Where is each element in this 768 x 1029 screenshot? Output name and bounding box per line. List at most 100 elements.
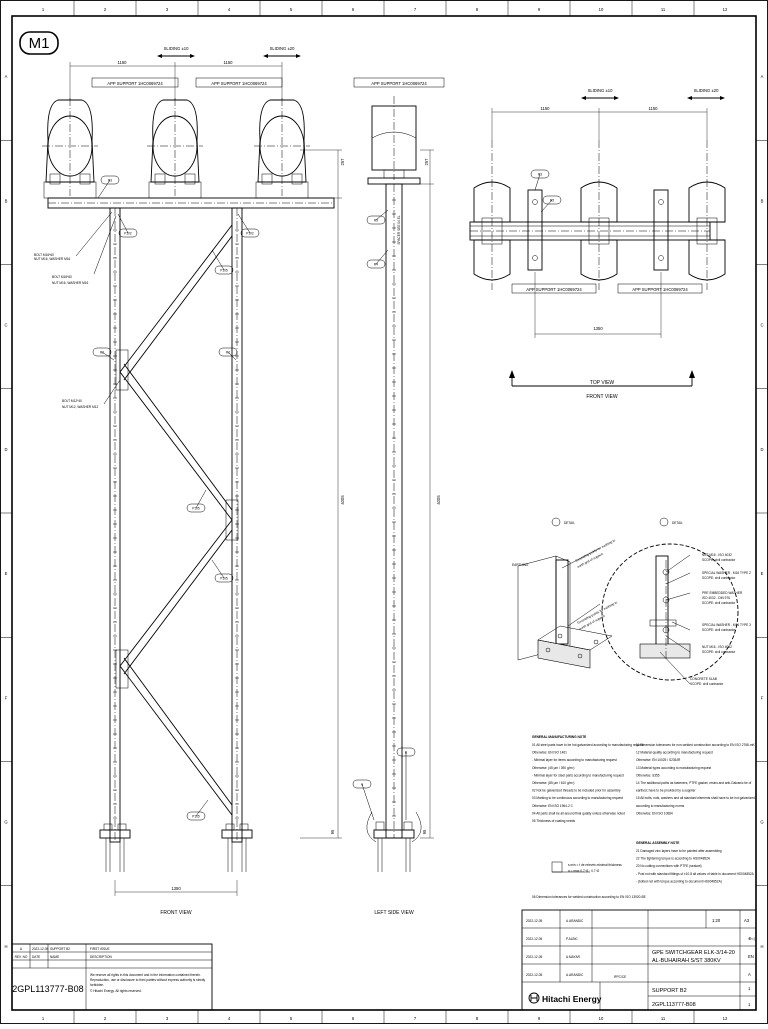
detail-b-callout: CONCRETE SLAB bbox=[690, 677, 717, 681]
company-name: Hitachi Energy bbox=[542, 994, 602, 1004]
row-label: E bbox=[5, 571, 8, 576]
note-left-line: Otherwise: (85 μm / 610 g/m²) bbox=[532, 781, 574, 785]
row-label-right: C bbox=[760, 323, 763, 328]
detail-b-label: SCOPE: civil contractor bbox=[702, 601, 736, 605]
tag-p105-d-text: P105 bbox=[192, 815, 200, 819]
bolt-callout-3b: NUT M12, WASHER M12 bbox=[62, 405, 99, 409]
front-dim-bottom: 1350 bbox=[171, 886, 181, 891]
front-app-support-2: APP SUPPORT 1HC0069724 bbox=[211, 81, 267, 86]
tag-r3-text: R3 bbox=[108, 179, 112, 183]
front-sliding-left: SLIDING ±10 bbox=[164, 46, 190, 51]
column-label-bottom: 7 bbox=[414, 1016, 417, 1021]
front-app-support-1: APP SUPPORT 1HC0069724 bbox=[107, 81, 163, 86]
badge-text: M1 bbox=[29, 35, 50, 52]
formula-b: a = max 0,7·t1 ; 0,7·t2 bbox=[568, 869, 599, 873]
column-label: 4 bbox=[228, 7, 231, 12]
column-label: 5 bbox=[290, 7, 293, 12]
note-assembly-line: - Post not with standard fittings of ±10… bbox=[636, 872, 755, 876]
side-app-support: APP SUPPORT 1HC0069724 bbox=[371, 81, 427, 86]
top-dim-1350: 1350 bbox=[593, 326, 603, 331]
detail-b-callout: NUT M16 - ISO 4032 bbox=[665, 553, 732, 573]
front-pipes bbox=[42, 98, 310, 199]
note-left-line: Otherwise: (45 μm / 390 g/m²) bbox=[532, 766, 574, 770]
tb-name: A.MAYAR bbox=[566, 955, 581, 959]
tag-p105-b: P105 bbox=[186, 489, 207, 513]
bolt-callout-1b: NUT M16, WASHER M16 bbox=[34, 257, 71, 261]
note-right-line: 15 All bolts, nuts, washers and all stan… bbox=[636, 796, 755, 800]
side-dim-9: 95 bbox=[422, 829, 427, 834]
detail-b-label: SPECIAL WASHER - M16 TYPE 3 bbox=[702, 623, 751, 627]
detail-b-callout: SCOPE: civil contractor bbox=[659, 651, 724, 686]
column-holes bbox=[113, 229, 239, 819]
bolt-callout-2: BOLT M16*60 bbox=[52, 275, 72, 279]
note-assembly-line: 21 Damaged zinc layers have to be painte… bbox=[636, 849, 722, 853]
top-dim-1150-a: 1150 bbox=[540, 106, 550, 111]
tag-p105-c: P105 bbox=[211, 559, 234, 583]
tb-doc-no: 2GPL113777-B08 bbox=[652, 1002, 696, 1008]
tag-b-text: B bbox=[405, 751, 407, 755]
tag-a: A bbox=[352, 779, 375, 821]
tb-title: SUPPORT B2 bbox=[652, 988, 687, 994]
pipe-section bbox=[42, 98, 98, 199]
detail-b-label: ISO 4032 - DIN 976 bbox=[702, 596, 730, 600]
row-label-right: A bbox=[761, 74, 764, 79]
tag-p105-d: P105 bbox=[186, 799, 209, 821]
bolt-callouts: BOLT M16*60 NUT M16, WASHER M16 BOLT M16… bbox=[34, 211, 121, 409]
top-view: 1150 1150 SLIDING ±10 SLIDING ±20 APP SU… bbox=[469, 88, 726, 400]
row-label: A bbox=[5, 74, 8, 79]
revision-cell: SUPPORT B2 bbox=[50, 947, 70, 951]
note-right-line: 11 Dimension tolerances for non-welded c… bbox=[636, 743, 756, 747]
top-pipes bbox=[473, 140, 726, 290]
row-label-right: G bbox=[760, 820, 763, 825]
revision-cell: 2022-12-05 bbox=[32, 947, 49, 951]
note-right-line: according to manufacturing norms bbox=[636, 804, 685, 808]
tb-project-1: GPE SWITCHGEAR ELK-3/14-20 bbox=[652, 950, 735, 956]
note-left-line: - Minimal layer for items according to m… bbox=[532, 758, 617, 762]
bolt-callout-1: BOLT M16*60 bbox=[34, 253, 54, 257]
detail-b-label: SCOPE: civil contractor bbox=[702, 576, 736, 580]
detail-b-label: CONCRETE SLAB bbox=[690, 677, 717, 681]
column-label-bottom: 10 bbox=[599, 1016, 604, 1021]
tag-r2-b: R2 bbox=[218, 347, 238, 361]
revision-doc-no: 2GPL113777-B08 bbox=[12, 984, 83, 994]
column-label-bottom: 4 bbox=[228, 1016, 231, 1021]
side-dim-top: 257 bbox=[424, 158, 429, 166]
detail-b-label: NUT M16 - ISO 4032 bbox=[702, 553, 732, 557]
column-label: 10 bbox=[599, 7, 604, 12]
detail-b-callout: SPECIAL WASHER - M16 TYPE 2 bbox=[665, 571, 751, 585]
note-assembly-line: - (bolted not with torque according to d… bbox=[636, 879, 722, 883]
tag-r5-text: R5 bbox=[374, 219, 378, 223]
company-logo: Hitachi Energy bbox=[528, 992, 602, 1004]
detail-b-callout: PRE EMBEDDED WASHER bbox=[665, 591, 743, 601]
notes-heading-right: GENERAL ASSEMBLY NOTE bbox=[636, 841, 679, 845]
left-side-view: APP SUPPORT 1HC0069724 257 4005 95 SPACE… bbox=[352, 77, 445, 916]
detail-b-label: DETAIL bbox=[672, 521, 683, 525]
row-label-right: B bbox=[761, 198, 764, 203]
top-sliding-left: SLIDING ±10 bbox=[588, 88, 614, 93]
tb-code: A3 bbox=[744, 918, 750, 923]
bolt-callout-2b: NUT M16, WASHER M16 bbox=[52, 281, 89, 285]
top-dim-1150-b: 1150 bbox=[648, 106, 658, 111]
side-column-holes bbox=[392, 199, 396, 817]
tag-p105-b-text: P105 bbox=[192, 507, 200, 511]
detail-b-label: PRE EMBEDDED WASHER bbox=[702, 591, 743, 595]
row-label: H bbox=[4, 944, 7, 949]
side-dim-height: 4005 bbox=[436, 495, 441, 505]
tag-p102-a: P102 bbox=[117, 213, 138, 238]
formula-a: s min = t de relevés minimal thickness bbox=[568, 863, 622, 867]
tb-lang: EN bbox=[748, 954, 754, 959]
front-dim-top: 257 bbox=[340, 158, 345, 166]
disclaimer-2: Reproduction, use or disclosure to third… bbox=[90, 978, 206, 982]
row-label-right: D bbox=[760, 447, 763, 452]
top-tag-r3-text: R3 bbox=[538, 173, 542, 177]
front-dim-height: 4005 bbox=[340, 495, 345, 505]
note-left-line: 03 Marking to be continuous according to… bbox=[532, 796, 623, 800]
tag-r5: R5 bbox=[366, 209, 389, 225]
tb-date: 2022-12-05 bbox=[526, 973, 543, 977]
note-right-line: Otherwise: EN 10025 / S235JR bbox=[636, 758, 681, 762]
column-label: 1 bbox=[42, 7, 45, 12]
